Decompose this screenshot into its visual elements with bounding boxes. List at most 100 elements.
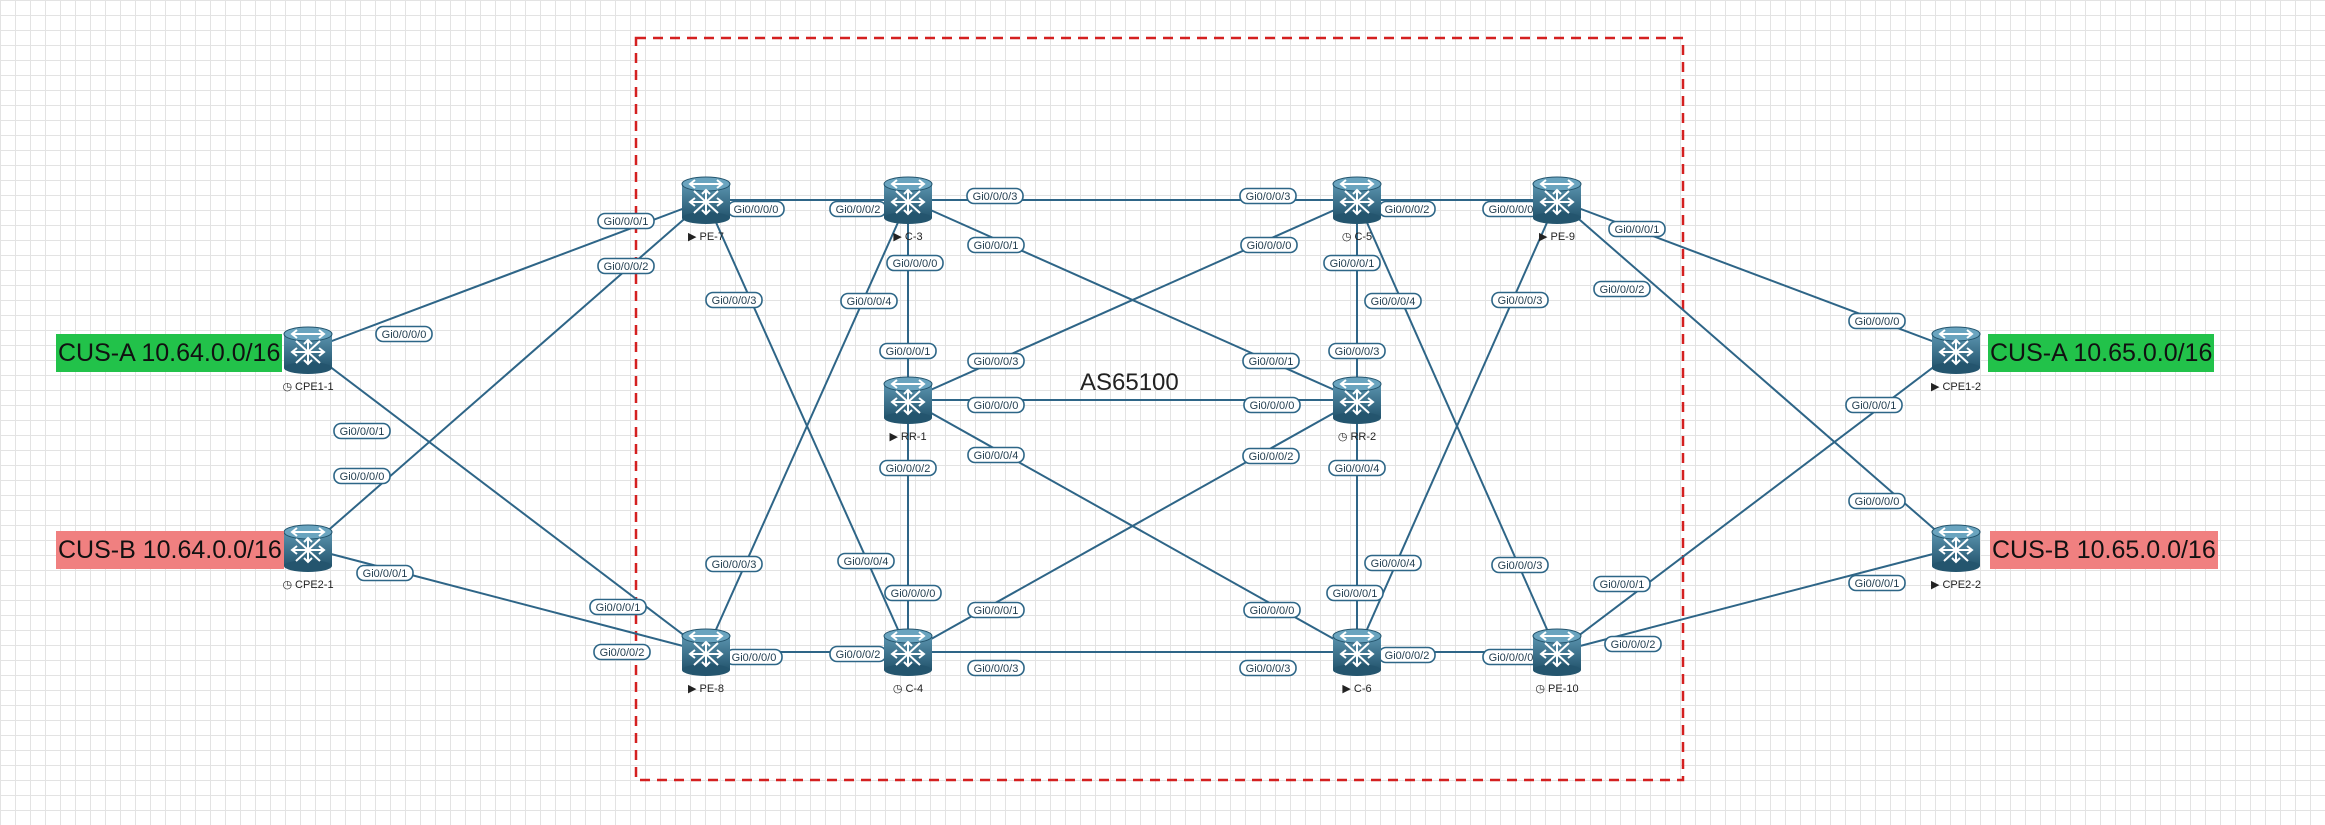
port-label-text: Gi0/0/0/0 xyxy=(1855,496,1900,508)
port-label-pe9: Gi0/0/0/0 xyxy=(1482,200,1540,218)
port-label-pe8: Gi0/0/0/2 xyxy=(593,643,651,661)
link-pe8-c3[interactable] xyxy=(705,199,909,653)
port-label-c4: Gi0/0/0/0 xyxy=(884,584,942,602)
link-cpe2_1-pe8[interactable] xyxy=(307,547,707,653)
clock-icon: ◷ xyxy=(1535,683,1545,695)
port-label-text: Gi0/0/0/0 xyxy=(732,652,777,664)
link-pe10-cpe2_2[interactable] xyxy=(1556,547,1957,653)
customer-cus-a-left: CUS-A 10.64.0.0/16 xyxy=(56,334,283,372)
customer-cus-b-left: CUS-B 10.64.0.0/16 xyxy=(56,531,284,569)
port-label-cpe1_1: Gi0/0/0/1 xyxy=(333,422,391,440)
port-label-c3: Gi0/0/0/2 xyxy=(829,200,887,218)
port-label-text: Gi0/0/0/2 xyxy=(836,649,881,661)
port-label-text: Gi0/0/0/0 xyxy=(382,329,427,341)
port-label-rr1: Gi0/0/0/3 xyxy=(967,352,1025,370)
router-pe8[interactable]: ▶PE-8 xyxy=(681,628,731,695)
port-label-text: Gi0/0/0/1 xyxy=(1615,224,1660,236)
router-arrows-icon xyxy=(1938,329,1974,366)
router-arrows-icon xyxy=(688,631,724,668)
port-label-rr2: Gi0/0/0/1 xyxy=(1242,352,1300,370)
router-c5[interactable]: ◷C-5 xyxy=(1332,176,1382,243)
router-label: ▶C-3 xyxy=(893,231,922,243)
port-label-text: Gi0/0/0/1 xyxy=(1855,578,1900,590)
router-c3[interactable]: ▶C-3 xyxy=(883,176,933,243)
port-label-text: Gi0/0/0/4 xyxy=(1371,558,1416,570)
router-rr2[interactable]: ◷RR-2 xyxy=(1332,376,1382,443)
port-label-text: Gi0/0/0/2 xyxy=(604,261,649,273)
router-c6[interactable]: ▶C-6 xyxy=(1332,628,1382,695)
link-pe9-cpe2_2[interactable] xyxy=(1556,199,1957,549)
port-label-c5: Gi0/0/0/2 xyxy=(1378,200,1436,218)
port-label-text: Gi0/0/0/3 xyxy=(974,356,1019,368)
router-label-text: CPE1-1 xyxy=(295,381,334,393)
port-label-text: Gi0/0/0/0 xyxy=(734,204,779,216)
port-label-text: Gi0/0/0/0 xyxy=(1489,204,1534,216)
port-label-text: Gi0/0/0/3 xyxy=(973,191,1018,203)
port-label-text: Gi0/0/0/0 xyxy=(1250,605,1295,617)
port-label-rr2: Gi0/0/0/0 xyxy=(1243,396,1301,414)
router-arrows-icon xyxy=(290,527,326,564)
router-arrows-icon xyxy=(688,179,724,216)
port-label-cpe1_1: Gi0/0/0/0 xyxy=(375,325,433,343)
router-rr1[interactable]: ▶RR-1 xyxy=(883,376,933,443)
port-label-c5: Gi0/0/0/4 xyxy=(1364,292,1422,310)
router-label: ◷PE-10 xyxy=(1535,683,1578,695)
router-cpe2_2[interactable]: ▶CPE2-2 xyxy=(1931,524,1981,591)
port-label-text: Gi0/0/0/1 xyxy=(340,426,385,438)
port-label-rr1: Gi0/0/0/4 xyxy=(967,446,1025,464)
port-label-cpe2_1: Gi0/0/0/1 xyxy=(356,564,414,582)
port-label-c5: Gi0/0/0/1 xyxy=(1323,254,1381,272)
port-label-text: Gi0/0/0/4 xyxy=(844,556,889,568)
port-label-text: Gi0/0/0/4 xyxy=(974,450,1019,462)
router-label-text: CPE2-2 xyxy=(1942,579,1981,591)
play-icon: ▶ xyxy=(893,231,902,243)
port-label-text: Gi0/0/0/0 xyxy=(1855,316,1900,328)
router-cpe1_1[interactable]: ◷CPE1-1 xyxy=(282,326,334,393)
port-label-pe8: Gi0/0/0/0 xyxy=(725,648,783,666)
router-pe10[interactable]: ◷PE-10 xyxy=(1532,628,1582,695)
port-label-text: Gi0/0/0/4 xyxy=(847,296,892,308)
port-label-text: Gi0/0/0/2 xyxy=(600,647,645,659)
router-arrows-icon xyxy=(890,379,926,416)
link-cpe2_1-pe7[interactable] xyxy=(307,199,707,549)
port-label-c5: Gi0/0/0/0 xyxy=(1240,236,1298,254)
port-label-cpe2_2: Gi0/0/0/1 xyxy=(1848,574,1906,592)
port-label-text: Gi0/0/0/2 xyxy=(836,204,881,216)
port-label-pe9: Gi0/0/0/3 xyxy=(1491,291,1549,309)
port-label-rr1: Gi0/0/0/1 xyxy=(879,342,937,360)
port-label-text: Gi0/0/0/1 xyxy=(1600,579,1645,591)
port-label-rr2: Gi0/0/0/3 xyxy=(1328,342,1386,360)
router-cpe1_2[interactable]: ▶CPE1-2 xyxy=(1931,326,1981,393)
router-label-text: RR-2 xyxy=(1350,431,1376,443)
router-label-text: CPE2-1 xyxy=(295,579,334,591)
port-label-pe7: Gi0/0/0/0 xyxy=(727,200,785,218)
clock-icon: ◷ xyxy=(1342,231,1352,243)
port-label-pe10: Gi0/0/0/0 xyxy=(1482,648,1540,666)
port-label-pe7: Gi0/0/0/1 xyxy=(597,212,655,230)
router-pe7[interactable]: ▶PE-7 xyxy=(681,176,731,243)
router-cpe2_1[interactable]: ◷CPE2-1 xyxy=(282,524,334,591)
router-pe9[interactable]: ▶PE-9 xyxy=(1532,176,1582,243)
port-label-cpe1_2: Gi0/0/0/0 xyxy=(1848,312,1906,330)
router-arrows-icon xyxy=(1339,631,1375,668)
port-label-text: Gi0/0/0/1 xyxy=(974,240,1019,252)
port-label-pe8: Gi0/0/0/3 xyxy=(705,555,763,573)
port-label-text: Gi0/0/0/0 xyxy=(1247,240,1292,252)
router-c4[interactable]: ◷C-4 xyxy=(883,628,933,695)
port-label-text: Gi0/0/0/1 xyxy=(1852,400,1897,412)
router-label: ▶PE-8 xyxy=(688,683,724,695)
router-label: ▶CPE2-2 xyxy=(1931,579,1981,591)
port-label-c6: Gi0/0/0/1 xyxy=(1326,584,1384,602)
port-label-c4: Gi0/0/0/1 xyxy=(967,601,1025,619)
port-label-c6: Gi0/0/0/0 xyxy=(1243,601,1301,619)
port-label-rr1: Gi0/0/0/2 xyxy=(879,459,937,477)
play-icon: ▶ xyxy=(889,431,898,443)
router-label-text: C-5 xyxy=(1354,231,1372,243)
router-label-text: PE-7 xyxy=(700,231,724,243)
link-pe9-c6[interactable] xyxy=(1356,199,1558,653)
router-label: ◷C-5 xyxy=(1342,231,1372,243)
port-label-text: Gi0/0/0/1 xyxy=(1249,356,1294,368)
port-label-c3: Gi0/0/0/3 xyxy=(966,187,1024,205)
port-label-text: Gi0/0/0/1 xyxy=(1330,258,1375,270)
